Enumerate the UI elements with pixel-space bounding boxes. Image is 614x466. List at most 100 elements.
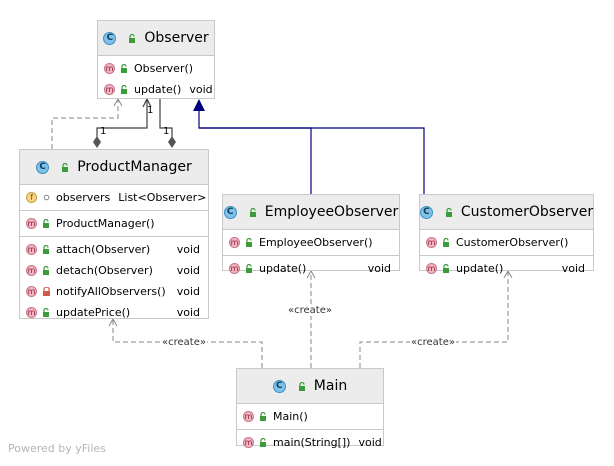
dependency-arrowheads: [108, 97, 513, 327]
unlocked-icon: [129, 33, 136, 43]
method-row[interactable]: m detach(Observer) void: [20, 260, 208, 281]
inheritance-edges: [198, 110, 425, 194]
class-icon: C: [223, 205, 237, 219]
method-row[interactable]: m update() void: [223, 258, 399, 279]
multiplicity-middle: 1: [147, 105, 154, 116]
method-type: void: [189, 83, 213, 96]
method-name: attach(Observer): [56, 243, 151, 256]
class-main[interactable]: C Main m Main() m main(String[]) void: [236, 368, 384, 449]
method-name: update(): [456, 262, 504, 275]
package-visibility-icon: [43, 194, 50, 201]
multiplicity-left: 1: [100, 126, 107, 137]
method-row[interactable]: m ProductManager(): [20, 213, 208, 234]
method-type: void: [176, 264, 200, 277]
customer-extends-observer: [199, 127, 425, 194]
method-name: Main(): [273, 410, 308, 423]
class-customerobserver[interactable]: C CustomerObserver m CustomerObserver() …: [419, 194, 594, 275]
class-name: Observer: [144, 30, 209, 46]
method-icon: m: [243, 437, 254, 448]
private-lock-icon: [43, 287, 50, 296]
method-name: detach(Observer): [56, 264, 153, 277]
aggregation-arrowhead: [142, 97, 152, 108]
class-icon: C: [103, 31, 117, 45]
unlocked-icon: [443, 264, 449, 273]
method-row[interactable]: m update() void: [420, 258, 593, 279]
constructors-section: m CustomerObserver(): [420, 230, 593, 256]
footer-credit: Powered by yFiles: [8, 442, 106, 455]
method-row[interactable]: m Observer(): [98, 58, 214, 79]
methods-section: m attach(Observer) void m detach(Observe…: [20, 237, 208, 325]
method-icon: m: [104, 84, 115, 95]
class-employeeobserver[interactable]: C EmployeeObserver m EmployeeObserver() …: [222, 194, 400, 275]
methods-section: m update() void: [223, 256, 399, 281]
unlocked-icon: [249, 207, 256, 217]
aggregation-right: [159, 99, 173, 137]
class-productmanager[interactable]: C ProductManager f observers List<Observ…: [19, 149, 209, 319]
class-header: C Observer: [98, 21, 214, 56]
class-observer[interactable]: C Observer m Observer() m update() void: [97, 20, 215, 99]
class-header: C ProductManager: [20, 150, 208, 185]
aggregation-diamond-left: [93, 136, 101, 148]
method-row[interactable]: m updatePrice() void: [20, 302, 208, 323]
method-row[interactable]: m CustomerObserver(): [420, 232, 593, 253]
constructors-section: m Main(): [237, 404, 383, 430]
main-creates-customerobserver: [359, 271, 509, 368]
methods-section: m Observer() m update() void: [98, 56, 214, 102]
unlocked-icon: [443, 238, 449, 247]
unlocked-icon: [121, 85, 127, 94]
method-icon: m: [229, 237, 240, 248]
method-type: void: [358, 436, 382, 449]
constructors-section: m ProductManager(): [20, 211, 208, 237]
multiplicity-right: 1: [163, 126, 170, 137]
unlocked-icon: [260, 438, 266, 447]
method-name: update(): [134, 83, 182, 96]
unlocked-icon: [246, 264, 252, 273]
employee-extends-observer: [198, 110, 312, 194]
methods-section: m update() void: [420, 256, 593, 281]
method-name: updatePrice(): [56, 306, 131, 319]
field-row[interactable]: f observers List<Observer>: [20, 187, 208, 208]
method-row[interactable]: m update() void: [98, 79, 214, 100]
method-icon: m: [426, 263, 437, 274]
unlocked-icon: [445, 207, 452, 217]
method-row[interactable]: m notifyAllObservers() void: [20, 281, 208, 302]
method-icon: m: [426, 237, 437, 248]
class-name: Main: [313, 378, 348, 394]
method-type: void: [176, 306, 200, 319]
aggregation-left: [96, 99, 148, 137]
unlocked-icon: [43, 308, 49, 317]
create-label-employee: «create»: [287, 305, 333, 316]
method-name: notifyAllObservers(): [56, 285, 166, 298]
method-row[interactable]: m Main(): [237, 406, 383, 427]
method-row[interactable]: m EmployeeObserver(): [223, 232, 399, 253]
productmanager-uses-observer: [51, 99, 119, 149]
method-type: void: [367, 262, 391, 275]
method-row[interactable]: m attach(Observer) void: [20, 239, 208, 260]
method-type: void: [176, 243, 200, 256]
unlocked-icon: [43, 219, 49, 228]
unlocked-icon: [121, 64, 127, 73]
method-name: EmployeeObserver(): [259, 236, 373, 249]
class-name: CustomerObserver: [460, 204, 594, 220]
method-icon: m: [104, 63, 115, 74]
method-row[interactable]: m main(String[]) void: [237, 432, 383, 453]
fields-section: f observers List<Observer>: [20, 185, 208, 211]
method-icon: m: [26, 307, 37, 318]
method-name: ProductManager(): [56, 217, 155, 230]
class-icon: C: [419, 205, 433, 219]
method-name: main(String[]): [273, 436, 351, 449]
unlocked-icon: [43, 245, 49, 254]
method-icon: m: [26, 286, 37, 297]
class-name: EmployeeObserver: [264, 204, 399, 220]
unlocked-icon: [246, 238, 252, 247]
unlocked-icon: [62, 162, 69, 172]
create-label-customer: «create»: [410, 337, 456, 348]
unlocked-icon: [260, 412, 266, 421]
field-icon: f: [26, 192, 37, 203]
method-name: Observer(): [134, 62, 194, 75]
method-icon: m: [26, 265, 37, 276]
aggregation-edges: [96, 99, 173, 137]
unlocked-icon: [298, 381, 305, 391]
method-type: void: [561, 262, 585, 275]
class-icon: C: [272, 379, 286, 393]
